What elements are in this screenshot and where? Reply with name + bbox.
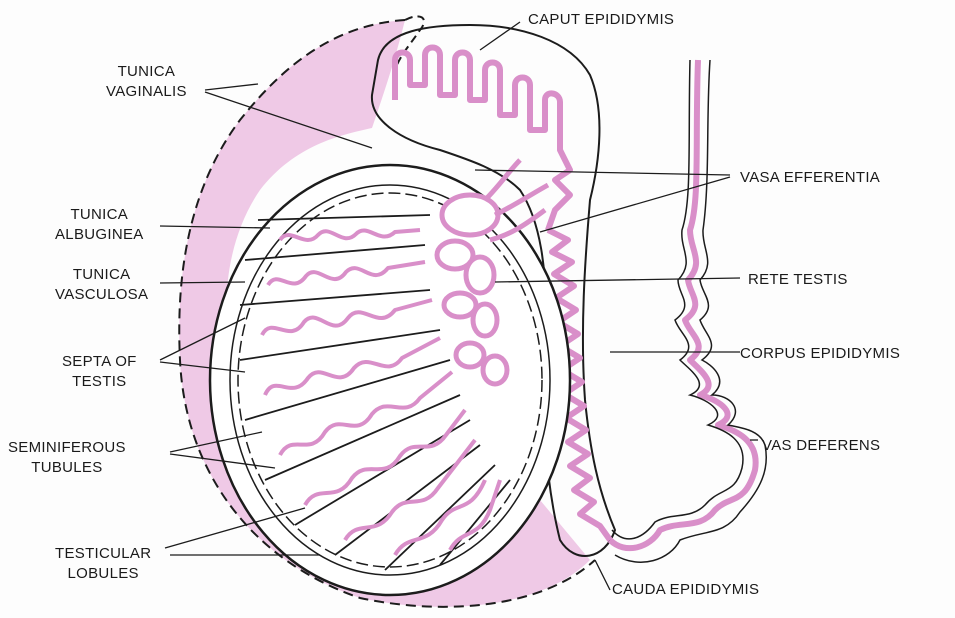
label-testicular-line1: TESTICULAR (55, 544, 151, 564)
label-septa-line1: SEPTA OF (62, 352, 137, 372)
vas-deferens (610, 60, 756, 548)
label-tunica-vasculosa: TUNICA VASCULOSA (55, 265, 148, 305)
vas-deferens-outline-inner (612, 60, 743, 539)
label-seminiferous-tubules: SEMINIFEROUS TUBULES (8, 438, 126, 478)
label-tunica-albuginea: TUNICA ALBUGINEA (55, 205, 144, 245)
label-testicular-line2: LOBULES (55, 564, 151, 584)
label-testicular-lobules: TESTICULAR LOBULES (55, 544, 151, 584)
label-tunica-vasculosa-line1: TUNICA (55, 265, 148, 285)
label-septa-of-testis: SEPTA OF TESTIS (62, 352, 137, 392)
label-cauda-epididymis: CAUDA EPIDIDYMIS (612, 580, 759, 600)
label-tunica-vasculosa-line2: VASCULOSA (55, 285, 148, 305)
label-tunica-vaginalis-line2: VAGINALIS (106, 82, 187, 102)
label-vasa-efferentia: VASA EFFERENTIA (740, 168, 880, 188)
label-tunica-albuginea-line2: ALBUGINEA (55, 225, 144, 245)
label-tunica-vaginalis-line1: TUNICA (106, 62, 187, 82)
label-vas-deferens: VAS DEFERENS (762, 436, 880, 456)
label-rete-testis: RETE TESTIS (748, 270, 848, 290)
label-seminiferous-line1: SEMINIFEROUS (8, 438, 126, 458)
label-corpus-epididymis: CORPUS EPIDIDYMIS (740, 344, 900, 364)
label-tunica-vaginalis: TUNICA VAGINALIS (106, 62, 187, 102)
label-septa-line2: TESTIS (62, 372, 137, 392)
label-tunica-albuginea-line1: TUNICA (55, 205, 144, 225)
label-caput-epididymis: CAPUT EPIDIDYMIS (528, 10, 674, 30)
label-seminiferous-line2: TUBULES (8, 458, 126, 478)
